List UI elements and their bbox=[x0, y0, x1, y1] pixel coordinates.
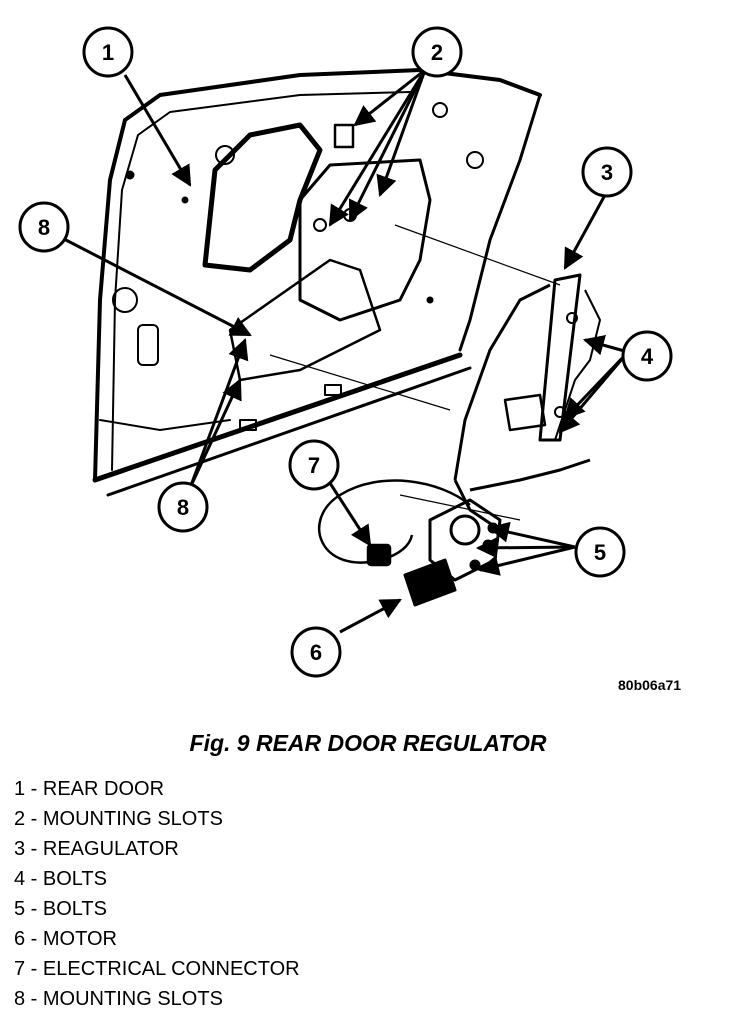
svg-text:8: 8 bbox=[38, 215, 50, 240]
svg-text:7: 7 bbox=[308, 453, 320, 478]
legend-list: 1 - REAR DOOR 2 - MOUNTING SLOTS 3 - REA… bbox=[14, 774, 300, 1014]
svg-text:5: 5 bbox=[594, 540, 606, 565]
legend-item: 5 - BOLTS bbox=[14, 898, 107, 920]
legend-item: 6 - MOTOR bbox=[14, 928, 117, 950]
rear-door-regulator-illustration: 1 2 3 4 5 6 7 8 8 bbox=[18, 26, 673, 678]
callout-8-bottom: 8 bbox=[157, 481, 209, 533]
rear-door-panel bbox=[92, 68, 542, 497]
callout-2: 2 bbox=[411, 26, 463, 78]
callout-4: 4 bbox=[621, 330, 673, 382]
callout-5: 5 bbox=[574, 526, 626, 578]
figure-caption: Fig. 9 REAR DOOR REGULATOR bbox=[189, 730, 547, 756]
legend-item: 2 - MOUNTING SLOTS bbox=[14, 808, 223, 830]
callout-6: 6 bbox=[290, 626, 342, 678]
svg-text:4: 4 bbox=[641, 344, 654, 369]
svg-text:6: 6 bbox=[310, 640, 322, 665]
svg-text:8: 8 bbox=[177, 495, 189, 520]
electrical-wiring bbox=[318, 479, 471, 567]
callout-1: 1 bbox=[82, 26, 134, 78]
legend-item: 7 - ELECTRICAL CONNECTOR bbox=[14, 958, 300, 980]
figure-code: 80b06a71 bbox=[618, 677, 682, 693]
alignment-lines bbox=[269, 224, 561, 521]
svg-text:1: 1 bbox=[102, 40, 114, 65]
legend-item: 4 - BOLTS bbox=[14, 868, 107, 890]
svg-text:2: 2 bbox=[431, 40, 443, 65]
legend-item: 3 - REAGULATOR bbox=[14, 838, 179, 860]
motor bbox=[403, 498, 502, 607]
svg-text:3: 3 bbox=[601, 160, 613, 185]
legend-item: 1 - REAR DOOR bbox=[14, 778, 165, 800]
callout-8-left: 8 bbox=[18, 201, 70, 253]
legend-item: 8 - MOUNTING SLOTS bbox=[14, 988, 223, 1010]
leader-arrows bbox=[61, 68, 630, 634]
callout-7: 7 bbox=[288, 439, 340, 491]
callout-3: 3 bbox=[581, 146, 633, 198]
